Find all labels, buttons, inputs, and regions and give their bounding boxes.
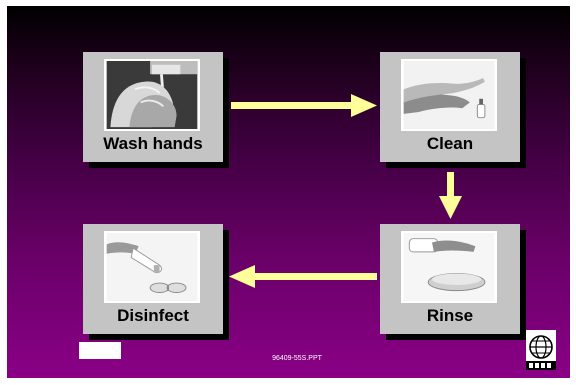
step-card-rinse: Rinse xyxy=(380,224,526,340)
step-label: Disinfect xyxy=(117,306,189,325)
step-label: Rinse xyxy=(426,306,474,325)
blank-box xyxy=(79,342,121,359)
step-label: Wash hands xyxy=(103,134,203,153)
lens-cleaning-icon xyxy=(403,61,495,129)
rinse-basin-icon xyxy=(403,233,495,301)
lens-case-icon xyxy=(106,233,198,301)
step-card-wash-hands: Wash hands xyxy=(83,52,229,168)
arrow-down-icon xyxy=(439,172,462,219)
footer-file-code: 96409-55S.PPT xyxy=(272,355,322,362)
flow-arrows xyxy=(229,94,462,288)
disinfect-photo xyxy=(104,231,200,303)
arrow-right-icon xyxy=(231,94,377,117)
step-card-clean: Clean xyxy=(380,52,526,168)
rinse-photo xyxy=(401,231,497,303)
arrow-left-icon xyxy=(229,265,377,288)
step-label: Clean xyxy=(426,134,474,153)
globe-logo-icon xyxy=(526,330,556,370)
hands-washing-icon xyxy=(106,61,198,129)
step-card-disinfect: Disinfect xyxy=(83,224,229,340)
wash-hands-photo xyxy=(104,59,200,131)
clean-photo xyxy=(401,59,497,131)
slide-background: Wash hands Clean xyxy=(7,6,570,378)
